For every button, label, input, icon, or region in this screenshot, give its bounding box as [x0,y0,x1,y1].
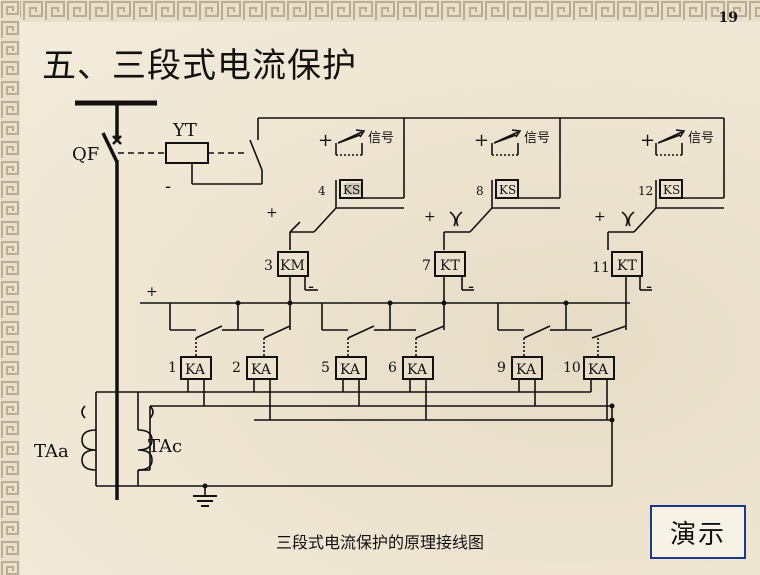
ka9-name: KA [516,362,537,378]
kt1-plus: + [424,209,436,225]
ka2-number: 2 [232,360,241,376]
ka1-number: 1 [168,360,177,376]
ka6-name: KA [407,362,428,378]
kt2-name: KT [617,258,637,274]
ks2-plus: + [474,130,489,151]
kt1-minus: - [468,276,474,297]
ks2-number: 8 [476,184,484,198]
breaker-label: QF [72,144,99,165]
ks3-name: KS [663,183,680,197]
km-minus: - [308,276,314,297]
trip-coil-minus: - [165,176,171,197]
kt2-number: 11 [592,260,610,276]
ka6-number: 6 [388,360,397,376]
breaker-trip-mark [112,135,122,145]
kt1-number: 7 [422,258,431,274]
diagram-caption: 三段式电流保护的原理接线图 [275,533,484,552]
decorative-border-top [0,0,760,22]
ct-a-label: TAa [34,441,69,462]
demo-button[interactable]: 演示 [650,505,746,559]
ka1-name: KA [185,362,206,378]
km-plus: + [266,205,278,221]
plus-bus-label: + [146,284,158,300]
ks3-signal-label: 信号 [688,131,714,146]
ka5-name: KA [340,362,361,378]
ks2-signal-label: 信号 [524,131,550,146]
ks2-name: KS [499,183,516,197]
kt2-plus: + [594,209,606,225]
ka9-number: 9 [497,360,506,376]
ct-c-label: TAc [148,436,182,457]
ka5-number: 5 [321,360,330,376]
page-number: 19 [718,10,738,26]
ks3-plus: + [640,130,655,151]
km-number: 3 [264,258,273,274]
ks3-number: 12 [638,184,653,198]
kt1-name: KT [440,258,460,274]
ks1-name: KS [343,183,360,197]
slide-title: 五、三段式电流保护 [42,46,357,86]
trip-coil-label: YT [172,120,197,141]
km-name: KM [280,258,305,274]
ka10-name: KA [588,362,609,378]
ks1-signal-label: 信号 [368,131,394,146]
ks1-plus: + [318,130,333,151]
ka10-number: 10 [563,360,581,376]
ka2-name: KA [251,362,272,378]
ks1-number: 4 [318,184,326,198]
decorative-border-left [0,0,20,575]
kt2-minus: - [646,276,652,297]
